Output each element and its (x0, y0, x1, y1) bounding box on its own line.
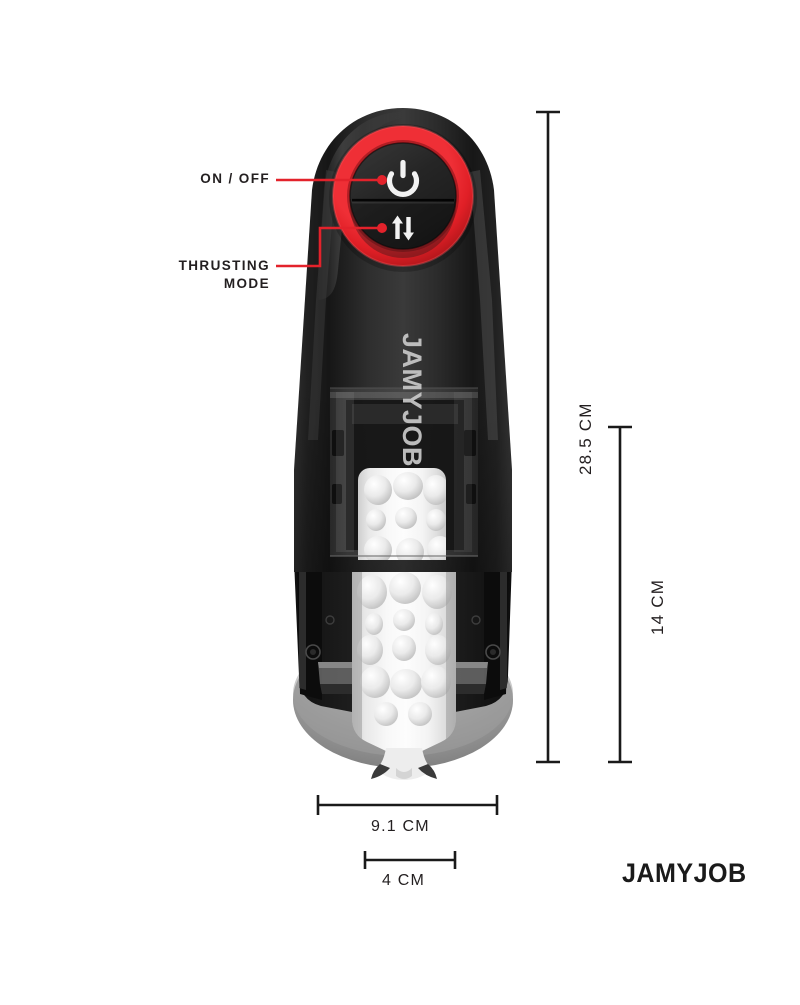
dimension-line-inner-width (363, 851, 457, 869)
translucent-housing (330, 387, 478, 560)
callout-leader-thrusting-mode (276, 223, 387, 268)
control-panel (329, 124, 477, 272)
dimension-label-insertable-length: 14 CM (648, 578, 667, 635)
dimension-line-insertable-length (608, 425, 632, 764)
callout-label-on-off: ON / OFF (200, 171, 270, 186)
dimension-line-total-length (536, 110, 560, 764)
sleeve-tip (371, 748, 437, 780)
thrusting-mode-button (350, 203, 456, 258)
product-illustration: JAMYJOB (293, 108, 513, 780)
dimension-label-total-length: 28.5 CM (576, 402, 595, 475)
dimension-lines (316, 110, 632, 869)
power-button (350, 143, 456, 199)
dimension-line-outer-width (316, 795, 499, 815)
sleeve-lower (352, 572, 456, 752)
dimension-label-outer-width: 9.1 CM (371, 818, 430, 835)
callout-label-thrusting-mode: THRUSTING MODE (178, 258, 270, 291)
product-body-brand-text: JAMYJOB (397, 333, 427, 467)
power-icon (386, 159, 420, 197)
callout-leaders (276, 175, 387, 268)
callout-leader-on-off (276, 175, 387, 185)
dimension-label-inner-width: 4 CM (382, 872, 426, 889)
brand-logo: JAMYJOB (622, 858, 747, 888)
thrusting-arrows-icon (392, 215, 414, 241)
